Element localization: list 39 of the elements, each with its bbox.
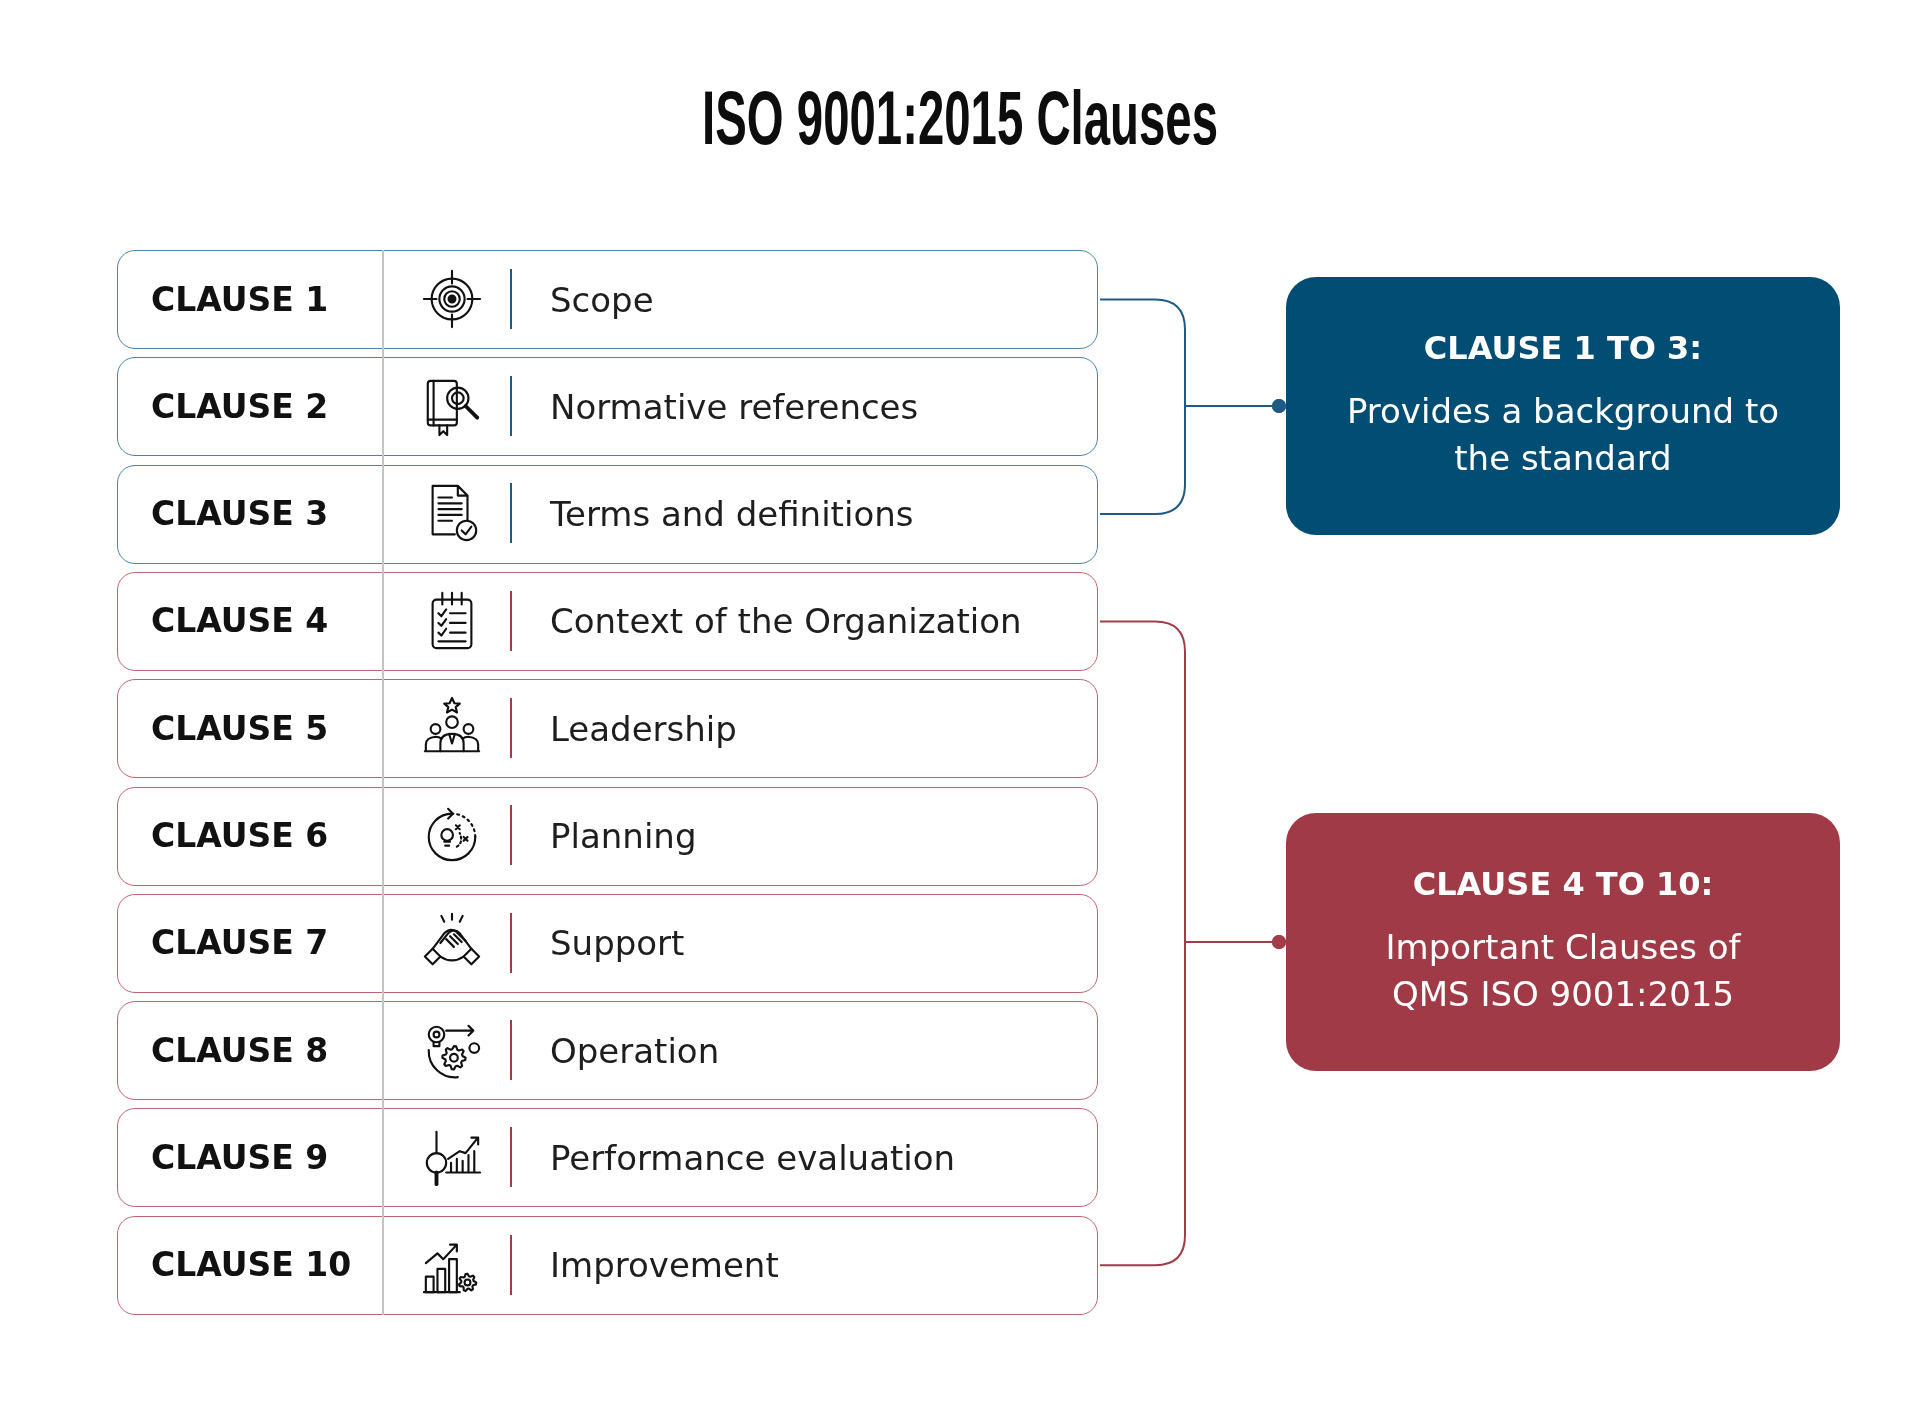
card-text: Important Clauses of QMS ISO 9001:2015 [1384,925,1742,1017]
clause-row [117,1001,1098,1101]
card-heading: CLAUSE 4 TO 10: [1412,865,1714,904]
clause-label: CLAUSE 10 [151,1246,352,1285]
clause-title: Support [550,922,685,964]
clause-label: CLAUSE 7 [151,924,329,963]
clause-title: Scope [550,279,654,320]
clause-label: CLAUSE 8 [151,1031,329,1070]
summary-card [1286,277,1840,535]
clause-row [117,250,1098,349]
card-heading: CLAUSE 1 TO 3: [1423,329,1703,368]
bracket-connector [1099,935,1286,1267]
card-text: Provides a background to the standard [1345,389,1781,481]
clause-label: CLAUSE 2 [151,387,329,426]
clause-row [117,357,1098,457]
clause-label: CLAUSE 5 [151,709,329,748]
clause-row [117,893,1098,993]
clause-title: Operation [550,1030,720,1071]
clause-row [117,1108,1098,1208]
clause-row [117,679,1098,779]
clause-row [117,464,1098,564]
clause-title: Context of the Organization [550,601,1022,642]
clause-title: Normative references [550,386,919,428]
clause-label: CLAUSE 6 [151,817,329,855]
clause-row [117,1215,1098,1315]
clause-label: CLAUSE 4 [151,602,329,641]
title: ISO 9001:2015 Clauses [702,80,1218,156]
clause-label: CLAUSE 9 [151,1138,329,1177]
clause-label: CLAUSE 3 [151,495,329,534]
clause-row [117,786,1098,886]
clause-title: Terms and definitions [550,493,914,535]
summary-card [1286,813,1840,1071]
clause-title: Performance evaluation [550,1137,956,1179]
clause-label: CLAUSE 1 [151,280,329,319]
bracket-connector [1099,399,1286,516]
clause-title: Leadership [550,708,737,750]
clause-row [117,571,1098,671]
clause-title: Improvement [550,1244,779,1286]
clause-title: Planning [550,815,697,857]
